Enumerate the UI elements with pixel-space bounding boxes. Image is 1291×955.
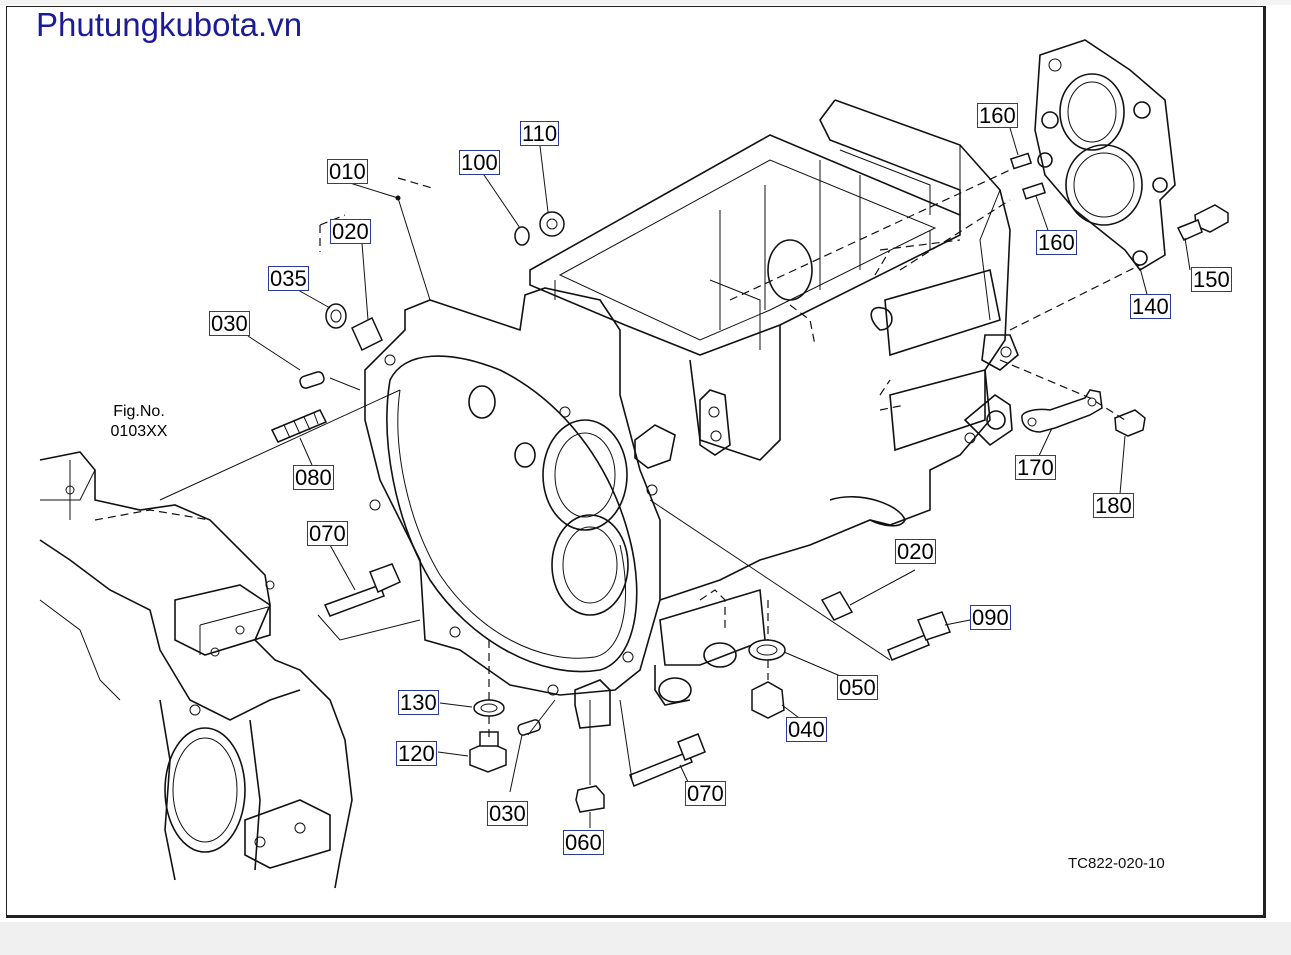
- callout-110[interactable]: 110: [520, 121, 560, 146]
- callout-030-lower[interactable]: 030: [487, 801, 528, 826]
- callout-035[interactable]: 035: [268, 266, 309, 291]
- callout-050[interactable]: 050: [837, 675, 878, 700]
- callout-020-upper[interactable]: 020: [330, 219, 371, 244]
- lower-small-parts: [323, 563, 951, 813]
- clutch-housing-outline: [39, 451, 353, 889]
- dowel-pins-part: [1009, 152, 1047, 200]
- callout-040[interactable]: 040: [786, 717, 827, 742]
- bracket-170-part: [1021, 389, 1146, 437]
- callout-160-lower[interactable]: 160: [1036, 230, 1077, 255]
- callout-180[interactable]: 180: [1093, 493, 1134, 518]
- bottom-bar: [0, 922, 1291, 955]
- callout-100[interactable]: 100: [459, 150, 500, 175]
- drawing-code: TC822-020-10: [1068, 855, 1165, 872]
- callout-120[interactable]: 120: [396, 741, 437, 766]
- front-small-parts: [270, 211, 565, 443]
- callout-060[interactable]: 060: [563, 830, 604, 855]
- figure-reference: Fig.No. 0103XX: [104, 402, 174, 442]
- drawing-frame: [6, 6, 1266, 918]
- callout-020-lower[interactable]: 020: [895, 539, 936, 564]
- figure-ref-line2: 0103XX: [110, 423, 168, 440]
- leader-lines: [159, 127, 1191, 828]
- callout-070-bottom[interactable]: 070: [685, 781, 726, 806]
- callout-080[interactable]: 080: [293, 465, 334, 490]
- brand-watermark: Phutungkubota.vn: [36, 6, 303, 43]
- callout-140[interactable]: 140: [1130, 294, 1171, 319]
- callout-090[interactable]: 090: [970, 605, 1011, 630]
- callout-160-upper[interactable]: 160: [977, 103, 1018, 128]
- callout-170[interactable]: 170: [1015, 455, 1056, 480]
- callout-030-upper[interactable]: 030: [209, 311, 250, 336]
- callout-130[interactable]: 130: [398, 690, 439, 715]
- callout-150[interactable]: 150: [1191, 267, 1232, 292]
- callout-070-left[interactable]: 070: [307, 521, 348, 546]
- transmission-case-outline: [364, 99, 1019, 729]
- pump-flange-part: [1034, 39, 1176, 272]
- bolt-150-part: [1176, 204, 1229, 241]
- callout-010[interactable]: 010: [327, 159, 368, 184]
- figure-ref-line1: Fig.No.: [113, 403, 165, 420]
- top-strip: [0, 0, 1291, 5]
